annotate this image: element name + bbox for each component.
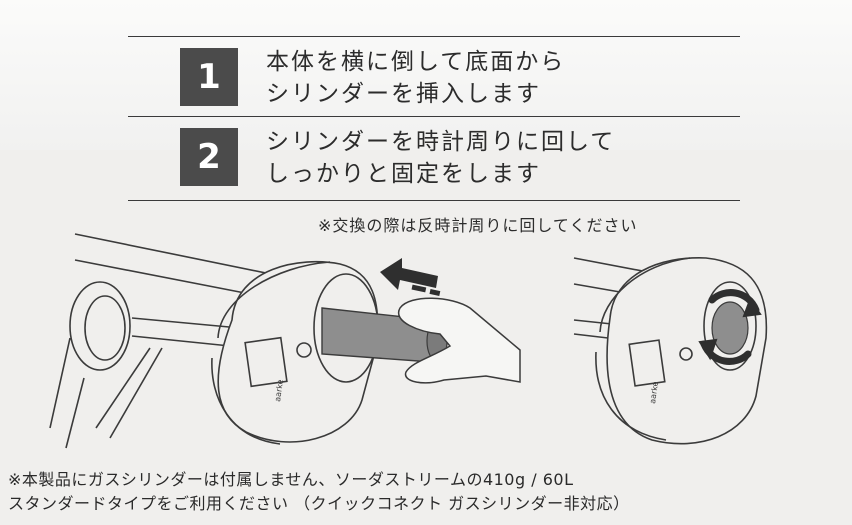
footnote-line-1: ※本製品にガスシリンダーは付属しません、ソーダストリームの410g / 60L — [8, 470, 574, 489]
display-screen-right — [628, 339, 666, 387]
step-2-text: シリンダーを時計周りに回して しっかりと固定をします — [266, 126, 615, 190]
step-1-line-2: シリンダーを挿入します — [266, 81, 541, 107]
device-logo-right: aarke — [648, 381, 660, 404]
step-2-badge: 2 — [180, 128, 238, 186]
divider-bottom — [128, 200, 740, 201]
device-top-edge-left-2 — [74, 259, 251, 295]
insert-arrow-icon — [380, 258, 441, 296]
installation-illustration: aarke aarke — [49, 233, 768, 449]
hand — [397, 297, 521, 384]
display-screen-left — [244, 336, 288, 388]
nozzle-ring-inner — [84, 295, 126, 361]
divider-middle — [128, 116, 740, 117]
device-top-edge-left — [74, 233, 301, 281]
footnote-line-2: スタンダードタイプをご利用ください （クイックコネクト ガスシリンダー非対応） — [8, 494, 630, 513]
divider-top — [128, 36, 740, 37]
nozzle-ring-outer — [69, 281, 131, 371]
device-logo-left: aarke — [273, 379, 285, 402]
cylinder-opening-right — [703, 281, 757, 371]
device-mid-line-left-2 — [131, 335, 231, 347]
step-2-line-2: しっかりと固定をします — [266, 161, 541, 187]
cylinder-end-right — [711, 301, 749, 355]
exchange-note: ※交換の際は反時計周りに回してください — [318, 216, 638, 235]
device-mid-line-left — [131, 317, 241, 329]
base-plate-right — [606, 257, 768, 445]
step-1-text: 本体を横に倒して底面から シリンダーを挿入します — [266, 46, 565, 110]
header-band — [0, 0, 852, 150]
button-left — [296, 342, 312, 358]
button-right — [679, 347, 693, 361]
step-1-badge: 1 — [180, 48, 238, 106]
rotate-arrows-icon — [698, 289, 762, 365]
footnote: ※本製品にガスシリンダーは付属しません、ソーダストリームの410g / 60L … — [8, 468, 630, 516]
device-mid-line-right — [573, 319, 613, 325]
step-1-line-1: 本体を横に倒して底面から — [266, 49, 566, 75]
step-2-line-1: シリンダーを時計周りに回して — [266, 129, 616, 155]
